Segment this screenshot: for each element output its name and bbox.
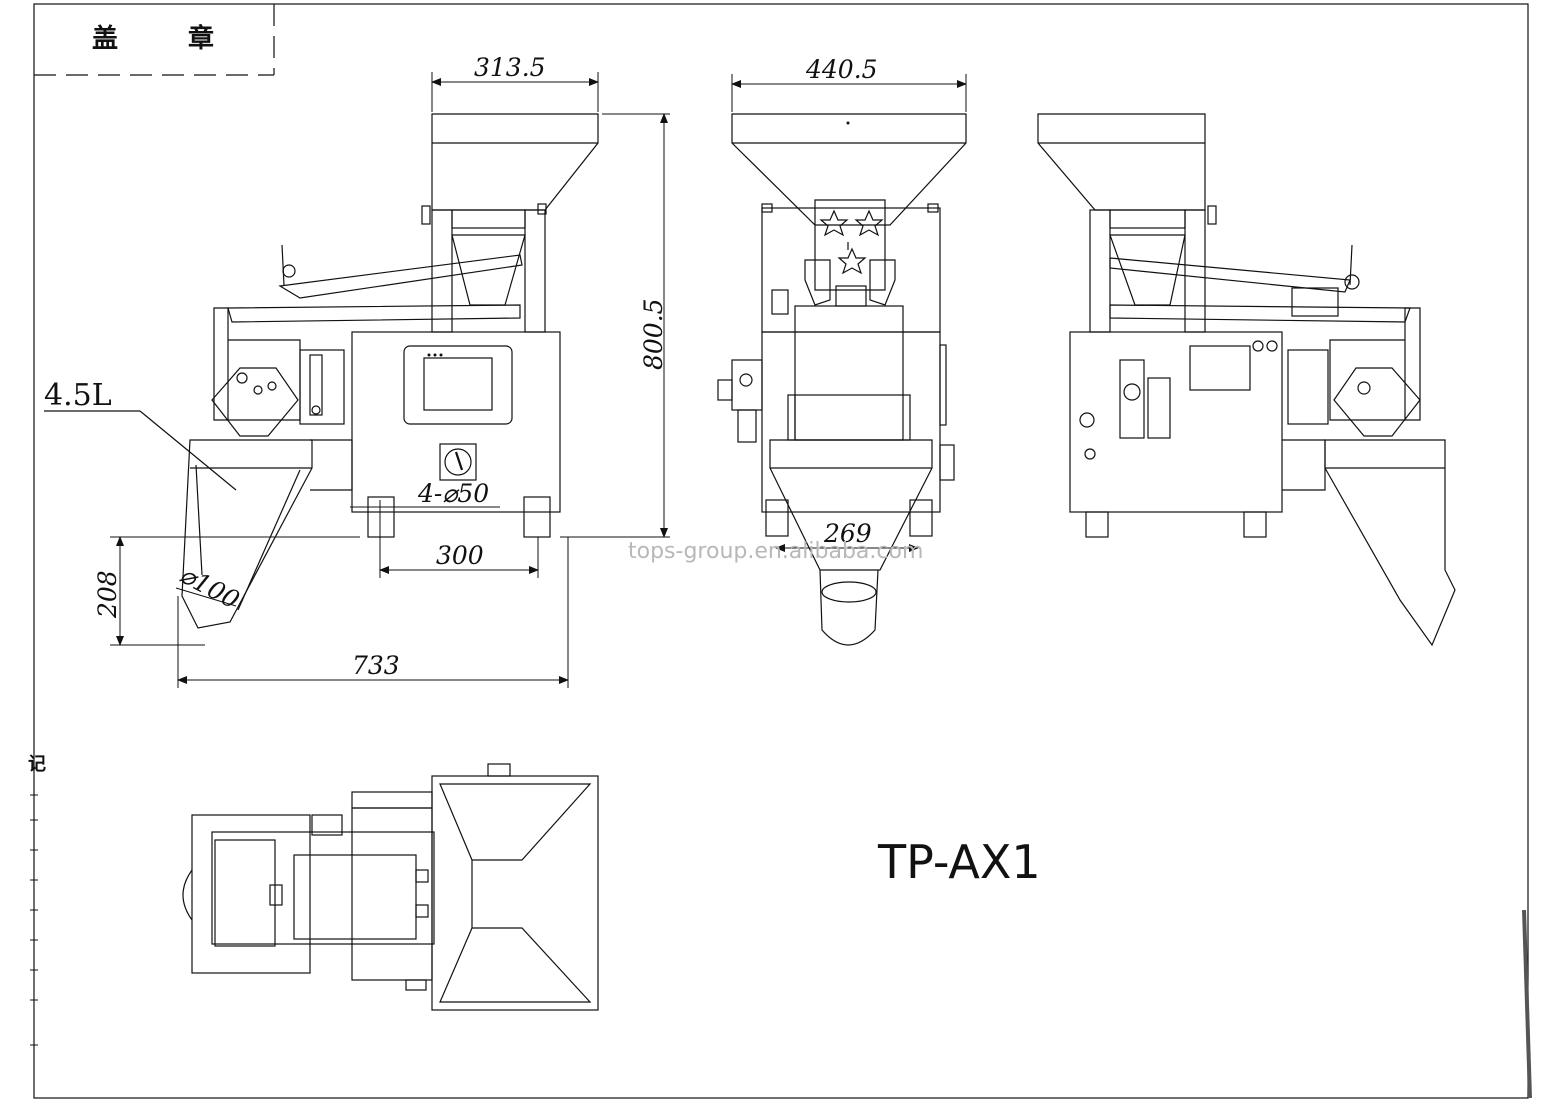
dim-feet-spacing: 300	[436, 541, 484, 570]
top-view	[182, 763, 599, 1011]
dim-outlet-height: 208	[93, 570, 122, 619]
dim-side-width: 269	[823, 519, 872, 548]
stamp-box: 盖 章	[34, 4, 275, 76]
rear-view	[1037, 113, 1456, 647]
dim-top-width-front: 313.5	[474, 53, 546, 82]
front-dimensions	[110, 72, 670, 688]
left-edge-marks: 记	[28, 754, 46, 1046]
dim-top-width-side: 440.5	[805, 55, 878, 84]
dim-outlet-diameter: ⌀100	[175, 560, 244, 615]
watermark: tops-group.en.alibaba.com	[628, 539, 923, 564]
side-label: 记	[28, 754, 46, 775]
edge-artifact	[1522, 909, 1532, 1099]
front-view	[44, 113, 599, 629]
stamp-char-1: 盖	[92, 23, 118, 54]
model-label: TP-AX1	[877, 835, 1041, 889]
volume-label: 4.5L	[44, 378, 112, 413]
dim-height: 800.5	[639, 298, 668, 370]
stamp-char-2: 章	[188, 23, 214, 54]
sheet-border	[33, 3, 1529, 1099]
side-dimensions	[731, 74, 967, 552]
dim-feet: 4-⌀50	[417, 479, 489, 508]
dim-overall-width: 733	[352, 651, 400, 680]
side-view	[717, 113, 967, 646]
